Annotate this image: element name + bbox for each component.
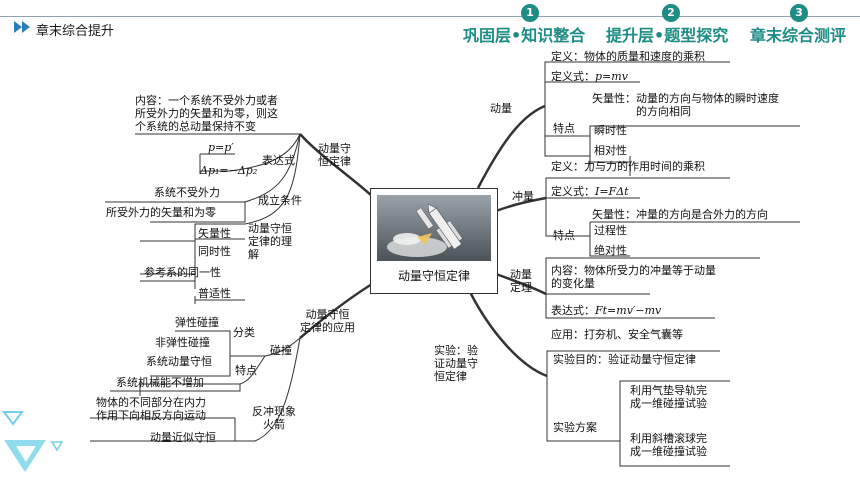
tab-number-badge: 3 [790, 4, 808, 22]
node-condition-1: 系统不受外力 [154, 186, 220, 199]
section-title: 章末综合提升 [36, 24, 115, 39]
tab-label: 巩固层•知识整合 [463, 26, 586, 45]
node-understanding-3: 参考系的同一性 [144, 266, 221, 279]
node-experiment: 实验：验 证动量守 恒定律 [434, 344, 478, 383]
node-feature-2: 系统机械能不增加 [116, 376, 204, 389]
node-understanding-label: 动量守恒 定律的理 解 [248, 222, 292, 261]
node-impulse-prop-2: 绝对性 [594, 244, 627, 257]
node-classification-label: 分类 [233, 326, 255, 339]
node-theorem-formula: 表达式：Ft=mv′−mv [551, 304, 662, 317]
rocket-launch-image [377, 195, 491, 261]
node-momentum-prop-2: 相对性 [594, 144, 627, 157]
node-feature-1: 系统动量守恒 [146, 355, 212, 368]
node-momentum: 动量 [490, 102, 512, 115]
node-application: 动量守恒 定律的应用 [300, 308, 355, 334]
decorative-triangles-icon [2, 411, 64, 472]
tab-label: 章末综合测评 [750, 26, 847, 45]
play-arrow-icon [14, 21, 30, 33]
node-impulse: 冲量 [512, 190, 534, 203]
node-conditions-label: 成立条件 [258, 194, 302, 207]
tab-consolidation[interactable]: 1 巩固层•知识整合 [463, 4, 586, 46]
node-theorem-content: 内容：物体所受力的冲量等于动量 的变化量 [551, 264, 716, 290]
tab-label: 提升层•题型探究 [606, 26, 729, 45]
center-label: 动量守恒定律 [397, 269, 470, 283]
node-recoil-2: 动量近似守恒 [150, 431, 216, 444]
node-conservation: 动量守 恒定律 [318, 142, 351, 168]
node-experiment-plan-1: 利用气垫导轨完 成一维碰撞试验 [630, 384, 707, 410]
node-recoil-label: 反冲现象 火箭 [252, 405, 296, 431]
node-experiment-plan: 实验方案 [553, 421, 597, 434]
node-theorem-application: 应用：打夯机、安全气囊等 [551, 328, 683, 341]
node-momentum-vector-desc: 动量的方向与物体的瞬时速度 的方向相同 [636, 92, 779, 118]
tab-number-badge: 2 [662, 4, 680, 22]
node-condition-2: 所受外力的矢量和为零 [106, 206, 216, 219]
node-experiment-plan-2: 利用斜槽滚球完 成一维碰撞试验 [630, 432, 707, 458]
node-momentum-definition: 定义：物体的质量和速度的乘积 [551, 50, 705, 63]
node-impulse-features: 特点 [553, 229, 575, 242]
node-class-2: 非弹性碰撞 [155, 336, 210, 349]
node-impulse-prop-1: 过程性 [594, 224, 627, 237]
node-understanding-2: 同时性 [198, 245, 231, 258]
mind-map: 动量守 恒定律 内容：一个系统不受外力或者 所受外力的矢量和为零，则这 个系统的… [0, 46, 860, 484]
node-momentum-features: 特点 [553, 122, 575, 135]
node-understanding-1: 矢量性 [198, 227, 231, 240]
node-expression-label: 表达式 [262, 154, 295, 167]
node-expression-2: Δp₁=−Δp₂ [200, 164, 258, 177]
node-collision-label: 碰撞 [270, 344, 292, 357]
node-features-label: 特点 [235, 364, 257, 377]
header-divider [0, 16, 860, 17]
node-momentum-formula: 定义式：p=mv [551, 70, 628, 83]
node-impulse-formula: 定义式：I=FΔt [551, 185, 629, 198]
tab-improvement[interactable]: 2 提升层•题型探究 [606, 4, 729, 46]
node-momentum-vector: 矢量性： [592, 92, 636, 105]
header-bar: 章末综合提升 1 巩固层•知识整合 2 提升层•题型探究 3 章末综合测评 [0, 0, 860, 46]
tab-number-badge: 1 [521, 4, 539, 22]
node-content: 内容：一个系统不受外力或者 所受外力的矢量和为零，则这 个系统的总动量保持不变 [135, 94, 278, 133]
node-recoil-1: 物体的不同部分在内力 作用下向相反方向运动 [96, 396, 206, 422]
node-momentum-prop-1: 瞬时性 [594, 124, 627, 137]
node-impulse-definition: 定义：力与力的作用时间的乘积 [551, 160, 705, 173]
node-class-1: 弹性碰撞 [175, 316, 219, 329]
node-impulse-vector: 矢量性：冲量的方向是合外力的方向 [592, 208, 768, 221]
center-node: 动量守恒定律 [370, 188, 498, 294]
node-understanding-4: 普适性 [198, 287, 231, 300]
node-expression-1: p=p′ [208, 141, 234, 154]
node-theorem: 动量 定理 [510, 268, 532, 294]
tab-evaluation[interactable]: 3 章末综合测评 [750, 4, 847, 46]
mind-map-connectors [90, 61, 800, 467]
node-experiment-purpose: 实验目的：验证动量守恒定律 [553, 353, 696, 366]
